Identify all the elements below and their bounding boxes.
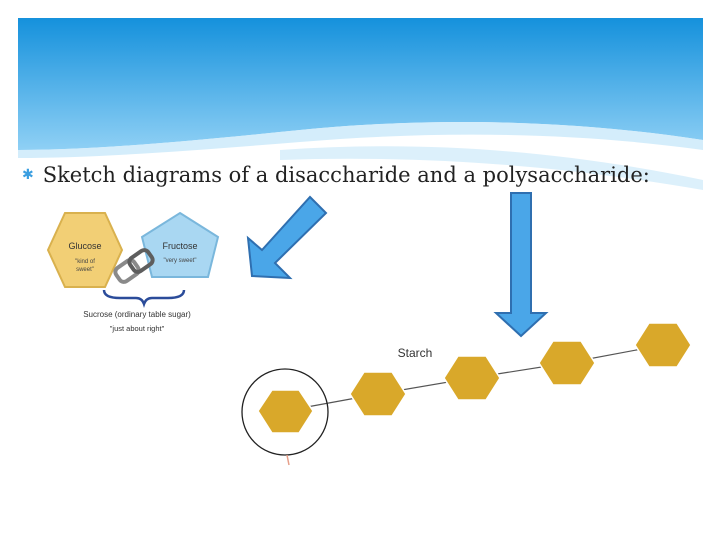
disaccharide-diagram: Glucose "kind of sweet" Fructose "very s… [46, 211, 220, 333]
starch-diagram: Starch [241, 322, 692, 466]
fructose-desc: "very sweet" [164, 258, 197, 264]
down-arrow-icon [493, 192, 549, 338]
starch-hexagon-1 [257, 389, 314, 434]
starch-hexagon-2 [349, 371, 407, 417]
fructose-pentagon [140, 211, 220, 278]
glucose-desc-line1: "kind of [75, 259, 95, 265]
bullet-text: Sketch diagrams of a disaccharide and a … [42, 163, 650, 187]
chain-link-icon [113, 248, 155, 284]
header-background [18, 18, 703, 190]
sucrose-subcaption: "just about right" [110, 324, 165, 333]
starch-hexagon-3 [443, 355, 501, 401]
diagonal-arrow-icon [246, 195, 328, 280]
glucose-desc-line2: sweet" [76, 267, 94, 273]
starch-label: Starch [398, 346, 433, 360]
sucrose-caption: Sucrose (ordinary table sugar) [83, 310, 191, 319]
starch-hexagon-5 [634, 322, 692, 368]
bullet-point: ✱ Sketch diagrams of a disaccharide and … [22, 160, 702, 190]
glucose-label: Glucose [68, 241, 101, 251]
fructose-label: Fructose [162, 241, 197, 251]
highlight-circle [241, 368, 329, 456]
bullet-marker-icon: ✱ [22, 167, 34, 183]
bracket-icon [102, 289, 186, 308]
starch-hexagon-4 [538, 340, 596, 386]
glucose-hexagon [46, 212, 124, 288]
pointer-mark [286, 454, 290, 466]
